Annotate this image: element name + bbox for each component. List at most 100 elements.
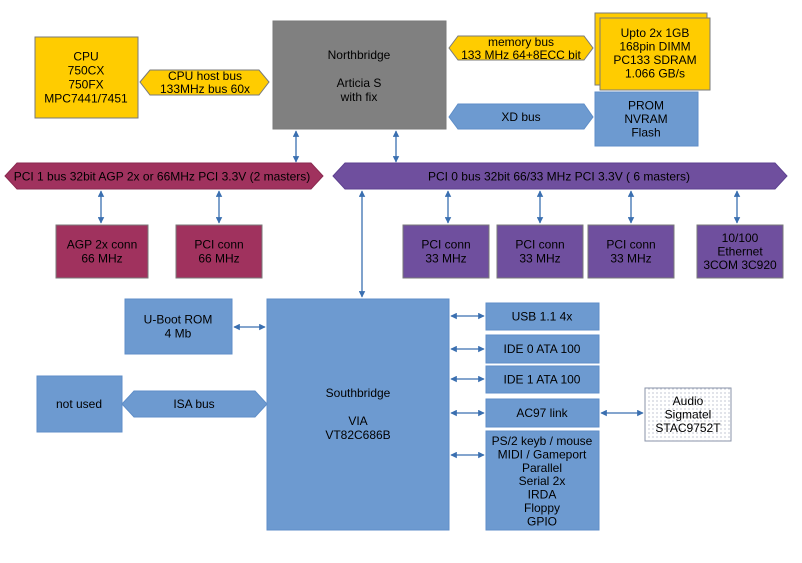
pci0-bus: PCI 0 bus 32bit 66/33 MHz PCI 3.3V ( 6 m…	[332, 162, 788, 190]
label-line: Northbridge	[328, 48, 391, 62]
label-line: PCI conn	[515, 238, 564, 252]
label-line: USB 1.1 4x	[512, 310, 573, 324]
not-used-box: not used	[36, 375, 123, 433]
ide0-box: IDE 0 ATA 100	[485, 334, 600, 364]
label-line: Serial 2x	[519, 474, 566, 488]
pci1-bus: PCI 1 bus 32bit AGP 2x or 66MHz PCI 3.3V…	[4, 162, 324, 190]
label-line: Southbridge	[326, 386, 391, 400]
label-line: not used	[56, 397, 102, 411]
label-line: IRDA	[528, 488, 557, 502]
label-line: PC133 SDRAM	[613, 53, 696, 67]
label-line: Floppy	[524, 501, 560, 515]
label-line: AGP 2x conn	[67, 238, 138, 252]
label-line: U-Boot ROM	[144, 313, 213, 327]
label-line: NVRAM	[624, 112, 667, 126]
label-line: XD bus	[501, 110, 540, 124]
label-line: PCI 1 bus 32bit AGP 2x or 66MHz PCI 3.3V…	[14, 170, 311, 184]
xd-bus-label: XD bus	[501, 110, 540, 124]
label-line: Articia S	[337, 76, 382, 90]
label-line: Upto 2x 1GB	[621, 26, 690, 40]
not-used-label: not used	[56, 397, 102, 411]
label-line: Ethernet	[717, 245, 763, 259]
ac97-label: AC97 link	[516, 406, 568, 420]
label-line: MIDI / Gameport	[498, 447, 587, 461]
label-line: ISA bus	[173, 397, 214, 411]
ide1-box: IDE 1 ATA 100	[485, 365, 600, 394]
label-line: 750FX	[68, 78, 103, 92]
label-line: PCI conn	[606, 238, 655, 252]
label-line: 66 MHz	[81, 252, 122, 266]
label-line: 133MHz bus 60x	[160, 82, 250, 96]
label-line: IDE 0 ATA 100	[504, 342, 581, 356]
label-line: MPC7441/7451	[44, 92, 128, 106]
label-line: 33 MHz	[425, 252, 466, 266]
label-line: Audio	[673, 394, 704, 408]
ide0-label: IDE 0 ATA 100	[504, 342, 581, 356]
xd-bus: XD bus	[448, 103, 594, 130]
label-line: 168pin DIMM	[619, 39, 690, 53]
label-line: Flash	[631, 126, 660, 140]
label-line: 10/100	[722, 231, 759, 245]
label-line: 33 MHz	[519, 252, 560, 266]
connectors	[97, 130, 741, 459]
label-line: 66 MHz	[198, 252, 239, 266]
label-line: AC97 link	[516, 406, 568, 420]
label-line: 750CX	[68, 64, 105, 78]
label-line: VIA	[348, 414, 367, 428]
label-line: PCI conn	[194, 238, 243, 252]
pci1-bus-label: PCI 1 bus 32bit AGP 2x or 66MHz PCI 3.3V…	[14, 170, 311, 184]
label-line: memory bus	[488, 35, 554, 49]
label-line: Parallel	[522, 461, 562, 475]
label-line: CPU host bus	[168, 69, 242, 83]
label-line: 1.066 GB/s	[625, 66, 685, 80]
label-line: 3COM 3C920	[703, 258, 777, 272]
label-line: with fix	[340, 90, 378, 104]
isa-bus-label: ISA bus	[173, 397, 214, 411]
ide1-label: IDE 1 ATA 100	[504, 373, 581, 387]
pci0-bus-label: PCI 0 bus 32bit 66/33 MHz PCI 3.3V ( 6 m…	[428, 170, 690, 184]
label-line: IDE 1 ATA 100	[504, 373, 581, 387]
usb-label: USB 1.1 4x	[512, 310, 573, 324]
label-line: PCI conn	[421, 238, 470, 252]
label-line: PCI 0 bus 32bit 66/33 MHz PCI 3.3V ( 6 m…	[428, 170, 690, 184]
label-line: 133 MHz 64+8ECC bit	[461, 48, 581, 62]
label-line: VT82C686B	[325, 428, 390, 442]
label-line: Sigmatel	[665, 408, 712, 422]
label-line: 4 Mb	[165, 327, 192, 341]
label-line: PROM	[628, 99, 664, 113]
label-line: PS/2 keyb / mouse	[492, 434, 593, 448]
ac97-box: AC97 link	[485, 398, 600, 428]
label-line: 33 MHz	[610, 252, 651, 266]
label-line: CPU	[73, 50, 98, 64]
usb-box: USB 1.1 4x	[485, 302, 600, 331]
label-line: GPIO	[527, 514, 557, 528]
